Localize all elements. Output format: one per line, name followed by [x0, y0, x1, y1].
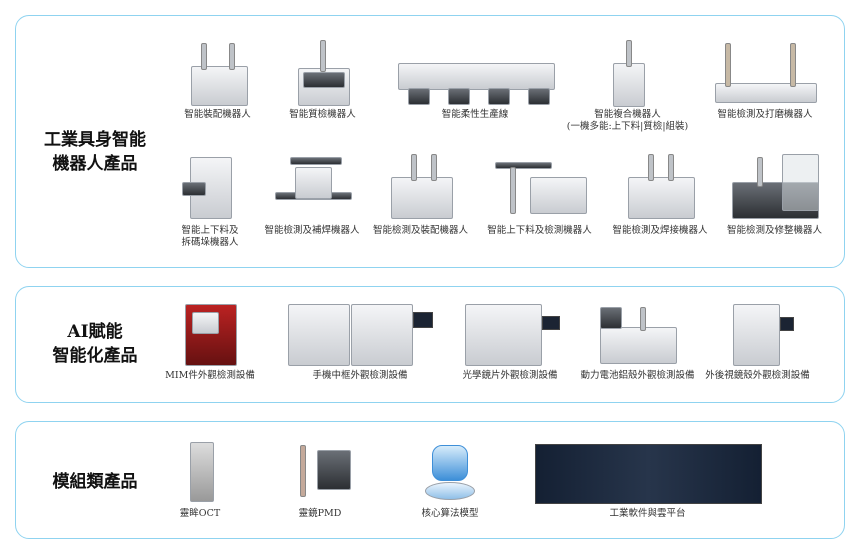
product-caption: 智能質檢機器人: [289, 109, 356, 120]
product-item[interactable]: 智能裝配機器人: [170, 38, 265, 121]
section-ai-products: [15, 286, 845, 403]
product-caption: 智能上下料及: [181, 225, 239, 236]
product-caption: 手機中框外觀檢測設備: [312, 370, 408, 381]
product-item[interactable]: 智能檢測及焊接機器人: [610, 152, 710, 237]
product-caption: 智能檢測及打磨機器人: [717, 109, 813, 120]
product-caption: 動力電池鋁殼外觀檢測設備: [580, 370, 695, 381]
product-item[interactable]: 智能複合機器人 (一機多能:上下料|質檢|組裝): [565, 38, 690, 133]
product-caption: 拆碼垛機器人: [181, 237, 239, 248]
title-line: 智能化產品: [52, 346, 138, 366]
product-caption: MIM件外觀檢測設備: [165, 370, 255, 381]
product-item[interactable]: 外後視鏡殼外觀檢測設備: [700, 302, 815, 382]
product-item[interactable]: 智能檢測及補焊機器人: [262, 152, 362, 237]
product-caption: 工業軟件與雲平台: [609, 508, 686, 519]
product-caption: 外後視鏡殼外觀檢測設備: [705, 370, 810, 381]
product-caption: 靈鏡PMD: [298, 508, 342, 519]
product-caption: 智能檢測及焊接機器人: [612, 225, 708, 236]
title-line: AI賦能: [67, 322, 123, 342]
section-title: 模組類產品: [25, 470, 165, 494]
product-item[interactable]: 手機中框外觀檢測設備: [280, 302, 440, 382]
product-caption: 靈眸OCT: [179, 508, 221, 519]
product-item[interactable]: 智能檢測及裝配機器人: [368, 152, 473, 237]
section-robot-products: [15, 15, 845, 268]
product-item[interactable]: 靈眸OCT: [165, 440, 235, 520]
product-item[interactable]: 智能上下料及檢測機器人: [482, 152, 597, 237]
product-caption: 核心算法模型: [421, 508, 479, 519]
product-caption: 智能上下料及檢測機器人: [487, 225, 592, 236]
title-line: 工業具身智能: [44, 130, 146, 150]
product-item[interactable]: 智能上下料及 拆碼垛機器人: [170, 152, 250, 249]
title-line: 模組類產品: [52, 472, 138, 492]
product-caption: 智能檢測及修整機器人: [726, 225, 822, 236]
title-line: 機器人產品: [52, 154, 138, 174]
product-caption: 智能檢測及裝配機器人: [372, 225, 468, 236]
product-caption: 智能複合機器人: [594, 109, 661, 120]
product-caption: 光學鏡片外觀檢測設備: [462, 370, 558, 381]
product-item[interactable]: 光學鏡片外觀檢測設備: [455, 302, 565, 382]
product-item[interactable]: 核心算法模型: [405, 440, 495, 520]
product-caption: (一機多能:上下料|質檢|組裝): [566, 121, 689, 132]
product-item[interactable]: 動力電池鋁殼外觀檢測設備: [575, 302, 700, 382]
product-item[interactable]: 工業軟件與雲平台: [535, 440, 762, 520]
product-item[interactable]: 智能質檢機器人: [275, 38, 370, 121]
product-caption: 智能檢測及補焊機器人: [264, 225, 360, 236]
product-item[interactable]: MIM件外觀檢測設備: [160, 302, 260, 382]
product-item[interactable]: 智能柔性生產線: [390, 38, 560, 121]
product-caption: 智能柔性生產線: [441, 109, 509, 120]
product-item[interactable]: 靈鏡PMD: [280, 440, 360, 520]
product-caption: 智能裝配機器人: [184, 109, 251, 120]
section-title: 工業具身智能 機器人產品: [25, 128, 165, 176]
section-module-products: [15, 421, 845, 539]
product-item[interactable]: 智能檢測及打磨機器人: [705, 38, 825, 121]
section-title: AI賦能 智能化產品: [25, 320, 165, 368]
product-item[interactable]: 智能檢測及修整機器人: [722, 152, 827, 237]
